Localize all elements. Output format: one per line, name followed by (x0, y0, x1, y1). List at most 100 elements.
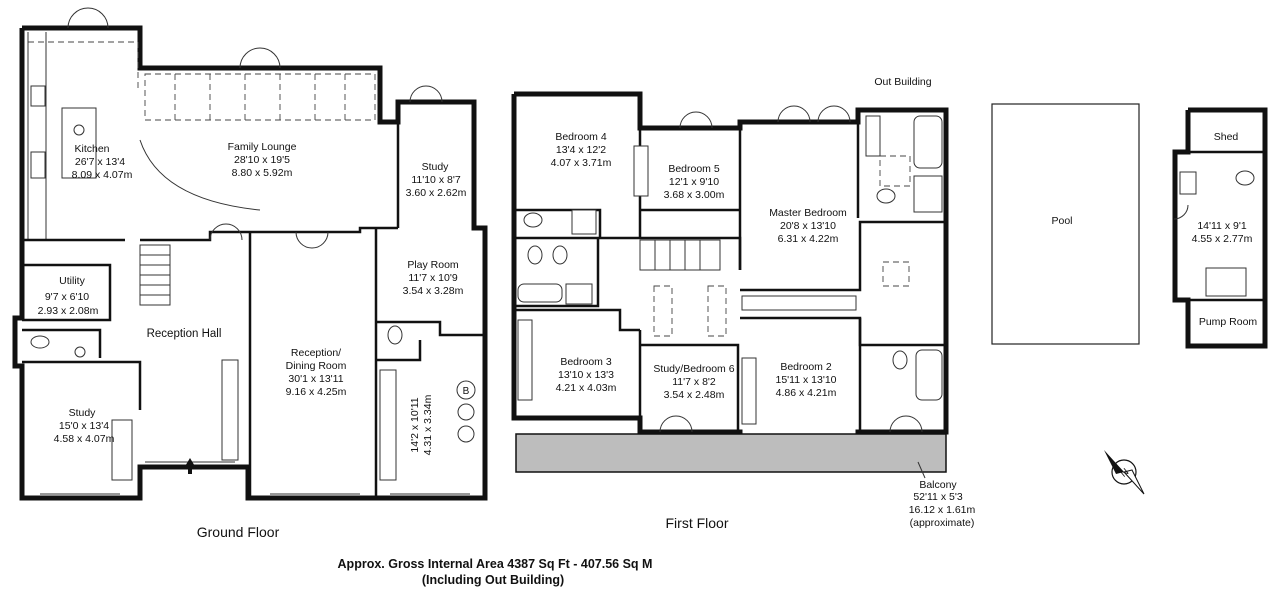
master-juliet-doors (777, 105, 811, 123)
study-upper-imperial: 11'10 x 8'7 (411, 174, 461, 186)
utility-imperial: 9'7 x 6'10 (45, 291, 89, 303)
bed3-imperial: 13'10 x 13'3 (558, 369, 614, 381)
kitchen-french-doors (67, 7, 109, 29)
balcony-note: (approximate) (910, 517, 975, 529)
toilet-icon (552, 245, 568, 265)
dining-metric: 9.16 x 4.25m (286, 386, 347, 398)
playroom-imperial: 11'7 x 10'9 (408, 272, 458, 284)
island-sink-icon (73, 124, 85, 136)
playroom-metric: 3.54 x 3.28m (403, 285, 464, 297)
kitchen-name: Kitchen (74, 143, 109, 155)
bed6-metric: 3.54 x 2.48m (664, 389, 725, 401)
bed4-imperial: 13'4 x 12'2 (556, 144, 606, 156)
study-cupboard (111, 419, 133, 481)
rooflight (879, 155, 911, 187)
entrance-arrow-icon (184, 458, 196, 474)
study-lower-walls (22, 360, 142, 410)
lounge-curve (139, 139, 261, 211)
study-upper-name: Study (422, 161, 450, 173)
study-lower-imperial: 15'0 x 13'4 (59, 420, 109, 432)
bed4-name: Bedroom 4 (555, 131, 607, 143)
toilet-icon (523, 212, 543, 228)
toilet-icon (892, 350, 908, 370)
bed3-metric: 4.21 x 4.03m (556, 382, 617, 394)
lounge-south-wall (262, 226, 398, 234)
ground-floor-title: Ground Floor (197, 524, 280, 540)
master-imperial: 20'8 x 13'10 (780, 220, 836, 232)
cloakroom-walls (22, 328, 102, 358)
dining-double-door (295, 231, 329, 249)
out-building-title: Out Building (874, 76, 931, 88)
hall-north-wall (140, 230, 262, 242)
shower-icon (913, 175, 943, 213)
bed5-imperial: 12'1 x 9'10 (669, 176, 719, 188)
bed2-name: Bedroom 2 (780, 361, 832, 373)
wc-walls (376, 340, 422, 362)
dining-imperial: 30'1 x 13'11 (288, 373, 343, 385)
outbuilding-door (1173, 204, 1189, 220)
bed3-wardrobe (517, 319, 533, 401)
shower-icon (571, 209, 597, 235)
outbuilding-sink-icon (1179, 171, 1197, 195)
lounge-roof-lantern (144, 73, 376, 121)
hob-icon (30, 151, 46, 179)
kitchen-sink-icon (30, 85, 46, 107)
master-metric: 6.31 x 4.22m (778, 233, 839, 245)
ground-floor-plan: B (12, 7, 488, 501)
bed5-name: Bedroom 5 (668, 163, 720, 175)
hall-cupboards (221, 359, 239, 461)
bed6-walls (640, 343, 740, 432)
toilet-icon (527, 245, 543, 265)
gross-area-line2: (Including Out Building) (422, 573, 564, 587)
balcony-name: Balcony (919, 479, 957, 491)
kitchen-glazing (28, 41, 139, 92)
master-name: Master Bedroom (769, 207, 847, 219)
master-south-wall (740, 220, 946, 292)
first-floor-plan (511, 91, 949, 473)
compass-icon: N (1104, 450, 1145, 495)
first-floor-title: First Floor (666, 515, 729, 531)
lounge-imperial: 28'10 x 19'5 (234, 154, 290, 166)
pump-room-name: Pump Room (1199, 316, 1258, 328)
bed4-south-wall (514, 208, 640, 240)
lounge-metric: 8.80 x 5.92m (232, 167, 293, 179)
balcony-leader (917, 461, 926, 479)
tank-icon (457, 403, 475, 421)
garage-room-metric: 4.31 x 3.34m (422, 394, 434, 455)
bath-icon (517, 283, 563, 303)
bed2-balcony-doors (889, 415, 923, 433)
boiler-icon (456, 380, 476, 400)
master-juliet-doors-2 (817, 105, 851, 123)
balcony-imperial: 52'11 x 5'3 (913, 491, 963, 503)
outbuilding-metric: 4.55 x 2.77m (1192, 233, 1253, 245)
bed2-metric: 4.86 x 4.21m (776, 387, 837, 399)
toilet-icon (876, 188, 896, 204)
landing-walls (640, 236, 742, 270)
balcony-metric: 16.12 x 1.61m (909, 504, 976, 516)
pool (991, 103, 1140, 345)
bed3-name: Bedroom 3 (560, 356, 612, 368)
toilet-icon (30, 335, 50, 349)
outbuilding-imperial: 14'11 x 9'1 (1197, 220, 1247, 232)
shower-icon (1205, 267, 1247, 297)
first-floor-labels: Bedroom 4 13'4 x 12'2 4.07 x 3.71m Bedro… (551, 76, 976, 531)
shed-name: Shed (1214, 131, 1239, 143)
bed2-imperial: 15'11 x 13'10 (775, 374, 836, 386)
bed5-juliet-doors (679, 111, 713, 129)
bed6-imperial: 11'7 x 8'2 (672, 376, 716, 388)
bed2-north-wall (740, 316, 946, 347)
kitchen-metric: 8.09 x 4.07m (72, 169, 133, 181)
rooflight (707, 285, 727, 337)
shower-icon (565, 283, 593, 305)
bed6-balcony-doors (659, 415, 693, 433)
toilet-icon (387, 325, 403, 345)
ground-floor-labels: Kitchen 26'7 x 13'4 8.09 x 4.07m Family … (38, 141, 467, 540)
out-building-plan (1172, 107, 1268, 349)
lounge-name: Family Lounge (228, 141, 297, 153)
utility-metric: 2.93 x 2.08m (38, 305, 99, 317)
bath-icon (913, 115, 943, 169)
bed5-metric: 3.68 x 3.00m (664, 189, 725, 201)
garage-cupboards (379, 369, 397, 481)
vanity-icon (865, 115, 881, 157)
study-lower-metric: 4.58 x 4.07m (54, 433, 115, 445)
